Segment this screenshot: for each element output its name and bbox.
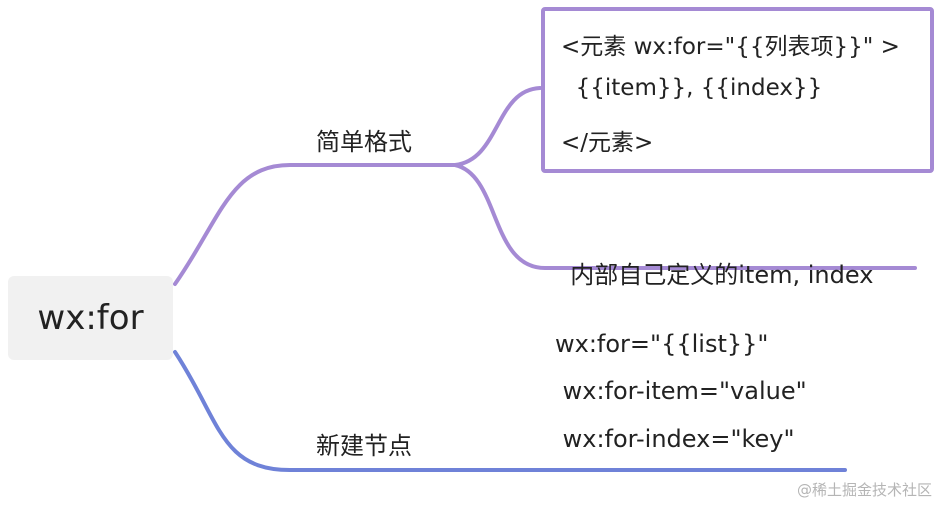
- connector-simple-to-note: [453, 163, 917, 270]
- branch-new-node-label: 新建节点: [316, 432, 412, 460]
- branch-new-node[interactable]: 新建节点: [316, 426, 412, 461]
- note-node-label: 内部自己定义的item, index: [570, 261, 874, 289]
- branch-simple-format[interactable]: 简单格式: [316, 122, 412, 157]
- branch-simple-format-label: 简单格式: [316, 128, 412, 156]
- connector-root-to-new-node: [173, 350, 847, 472]
- watermark: @稀土掘金技术社区: [796, 481, 932, 499]
- root-node-label: wx:for: [37, 298, 144, 338]
- root-node[interactable]: wx:for: [8, 276, 173, 360]
- code-box[interactable]: <元素 wx:for="{{列表项}}" > {{item}}, {{index…: [541, 7, 934, 173]
- code-line: </元素>: [561, 130, 654, 156]
- connector-root-to-simple: [173, 163, 457, 286]
- attr-line: wx:for="{{list}}": [555, 330, 769, 358]
- connector-simple-to-code: [453, 86, 542, 167]
- attr-line: wx:for-index="key": [555, 425, 795, 453]
- attr-line: wx:for-item="value": [555, 377, 807, 405]
- code-line: {{item}}, {{index}}: [561, 75, 823, 101]
- note-node[interactable]: 内部自己定义的item, index: [555, 227, 873, 290]
- code-line: <元素 wx:for="{{列表项}}" >: [561, 34, 900, 60]
